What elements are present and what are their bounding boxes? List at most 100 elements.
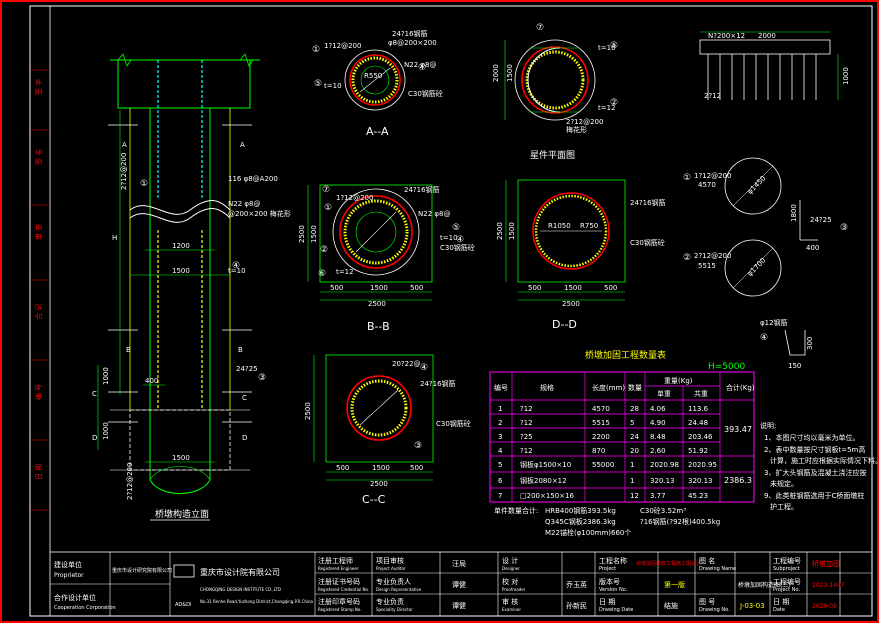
tb-label-en: Registered Engineer [318,566,359,571]
cc-marker-3-icon: ③ [414,441,422,451]
table-cell-total: 45.23 [688,492,708,500]
dim-1000: 1000 [102,367,110,385]
section-c-mark: C [242,394,247,402]
section-a-mark: A [122,141,127,149]
table-cell-qty: 28 [630,405,639,413]
table-cell-spec: ?12 [520,447,533,455]
tb-label-en: Drawing Name [699,566,736,572]
ring2-marker-icon: ② [683,253,691,263]
notes: 说明: 1、本图尺寸均以毫米为单位。 2、表中数量按尺寸钢板t=5m高 计算，施… [760,421,879,511]
bb-rebar1: 1?12@200 [336,194,373,202]
member-plan: 2000 1500 t=10 t=12 2?12@200 梅花形 ⑦ ⑤ ② 星… [492,23,618,161]
tb-label: 工程编号 [773,577,801,586]
table-cell-spec: 钢板φ1500×10 [520,460,571,469]
tb-label: 审 核 [502,597,518,606]
table-cell-qty: 20 [630,447,639,455]
ring2-label: 2?12@200 [694,252,731,260]
mp-t10: t=10 [598,44,616,52]
aa-marker-1-icon: ① [312,45,320,55]
dim-400: 400 [145,377,158,385]
cc-v2500: 2500 [304,402,312,420]
aa-n22: N22 φ8@ [404,61,436,69]
aa-marker-5-icon: ⑤ [314,79,322,89]
marker-1-icon: ① [140,179,148,189]
table-cell-total: 24.48 [688,419,708,427]
hook-marker-icon: ④ [760,333,768,343]
notes-line: 1、本图尺寸均以毫米为单位。 [764,433,859,442]
member-plan-title: 星件平面图 [530,149,575,161]
table-cell-no: 5 [498,461,502,469]
bb-n22: N22 φ8@ [418,210,450,218]
table-header: 长度(mm) [592,383,625,392]
side-label: 编 号 [34,384,43,400]
hook-d3: 300 [806,337,814,350]
table-cell-total: 320.13 [688,477,713,485]
tb-signer: 孙新民 [566,601,587,610]
table-cell-len: 55000 [592,461,614,469]
tb-label: 工程编号 [773,556,801,565]
aa-title: A--A [366,125,389,138]
bb-t10: t=10 [440,234,458,242]
anchor-d2000: 2000 [758,32,776,40]
ring1-dia: φ1450 [746,174,768,196]
note-anchor-grid: @200×200 梅花形 [228,209,291,218]
tb-label-en: Examiner [502,607,521,612]
tb-label: 注册印章号码 [318,597,360,606]
ring2-dia: φ1700 [746,256,768,278]
tb-label-en: Design Representative [376,587,422,592]
bb-marker-4-icon: ④ [456,235,464,245]
table-header: 数量 [628,383,642,392]
tb-label-en: Registered Stamp No. [318,607,362,612]
section-d-mark: D [92,434,97,442]
table-cell-total: 203.46 [688,433,713,441]
pier-elevation: A A B B C C D D H 1200 1500 400 1500 100… [92,53,291,521]
bb-marker-7-icon: ⑦ [322,185,330,195]
tb-date: 2020.09 [812,603,837,610]
bb-v2500: 2500 [298,225,306,243]
tb-label-en: Project Auditor [376,566,406,571]
tb-version: 第一版 [664,580,685,589]
cc-marker-4-icon: ④ [420,363,428,373]
table-cell-spec: 钢板2080×12 [520,476,567,485]
cc-d1500: 1500 [372,464,390,472]
anchor-detail: N?200×12 2000 2?12 1000 [699,31,850,100]
section-c-mark: C [92,390,97,398]
tb-label: 合作设计单位 [54,593,96,602]
ring1-marker-icon: ① [683,173,691,183]
section-aa: 1?12@200 24?16钢筋 φ8@200×200 N22 φ8@ t=10… [312,29,443,138]
title-block: 建设单位 Proprietor 合作设计单位 Cooperation Corpo… [49,551,873,617]
tb-label: 建设单位 [54,560,82,569]
table-cell-unit: 3.77 [650,492,666,500]
tb-label: 专业负责人 [376,577,411,586]
rebar3-len: 1800 [790,204,798,222]
dd-title: D--D [552,318,577,331]
tb-label-en: Project [599,566,616,572]
aa-rebar2: 24?16钢筋 [392,29,428,38]
table-cell-unit: 8.48 [650,433,666,441]
tb-signer: 汪局 [452,560,466,568]
tb-label: 注册证书号码 [318,577,360,586]
cc-rebar: 20?22@ [392,360,421,368]
tb-proprietor: 重庆市设计研究院有限公司 [112,567,172,574]
bb-d1500: 1500 [370,284,388,292]
mp-marker-5-icon: ⑤ [610,41,618,51]
tb-label: 日 期 [599,598,615,606]
aa-rebar1: 1?12@200 [324,42,361,50]
side-label: 审 查 [34,224,43,240]
cc-c30: C30钢筋砼 [436,419,471,428]
sum-line: ?16钢筋(?92根)400.5kg [640,517,720,526]
bb-marker-6-icon: ⑥ [318,269,326,279]
table-header: 重量(Kg) [664,377,693,385]
tb-signer: 谭健 [452,601,466,610]
tb-label: 设 计 [502,556,518,565]
bb-t12: t=12 [336,268,354,276]
dd-v1500: 1500 [508,222,516,240]
section-bb: 1?12@200 24?16钢筋 N22 φ8@ t=10 C30钢筋砼 t=1… [298,184,475,333]
tb-signer: 乔玉英 [566,580,587,589]
side-strip: 签 字 签 名 审 查 合 记 编 号 日 期 [34,79,43,480]
section-b-mark: B [238,346,243,354]
table-cell-no: 1 [498,405,502,413]
ring1-len: 4570 [698,181,716,189]
table-cell-no: 6 [498,477,503,485]
